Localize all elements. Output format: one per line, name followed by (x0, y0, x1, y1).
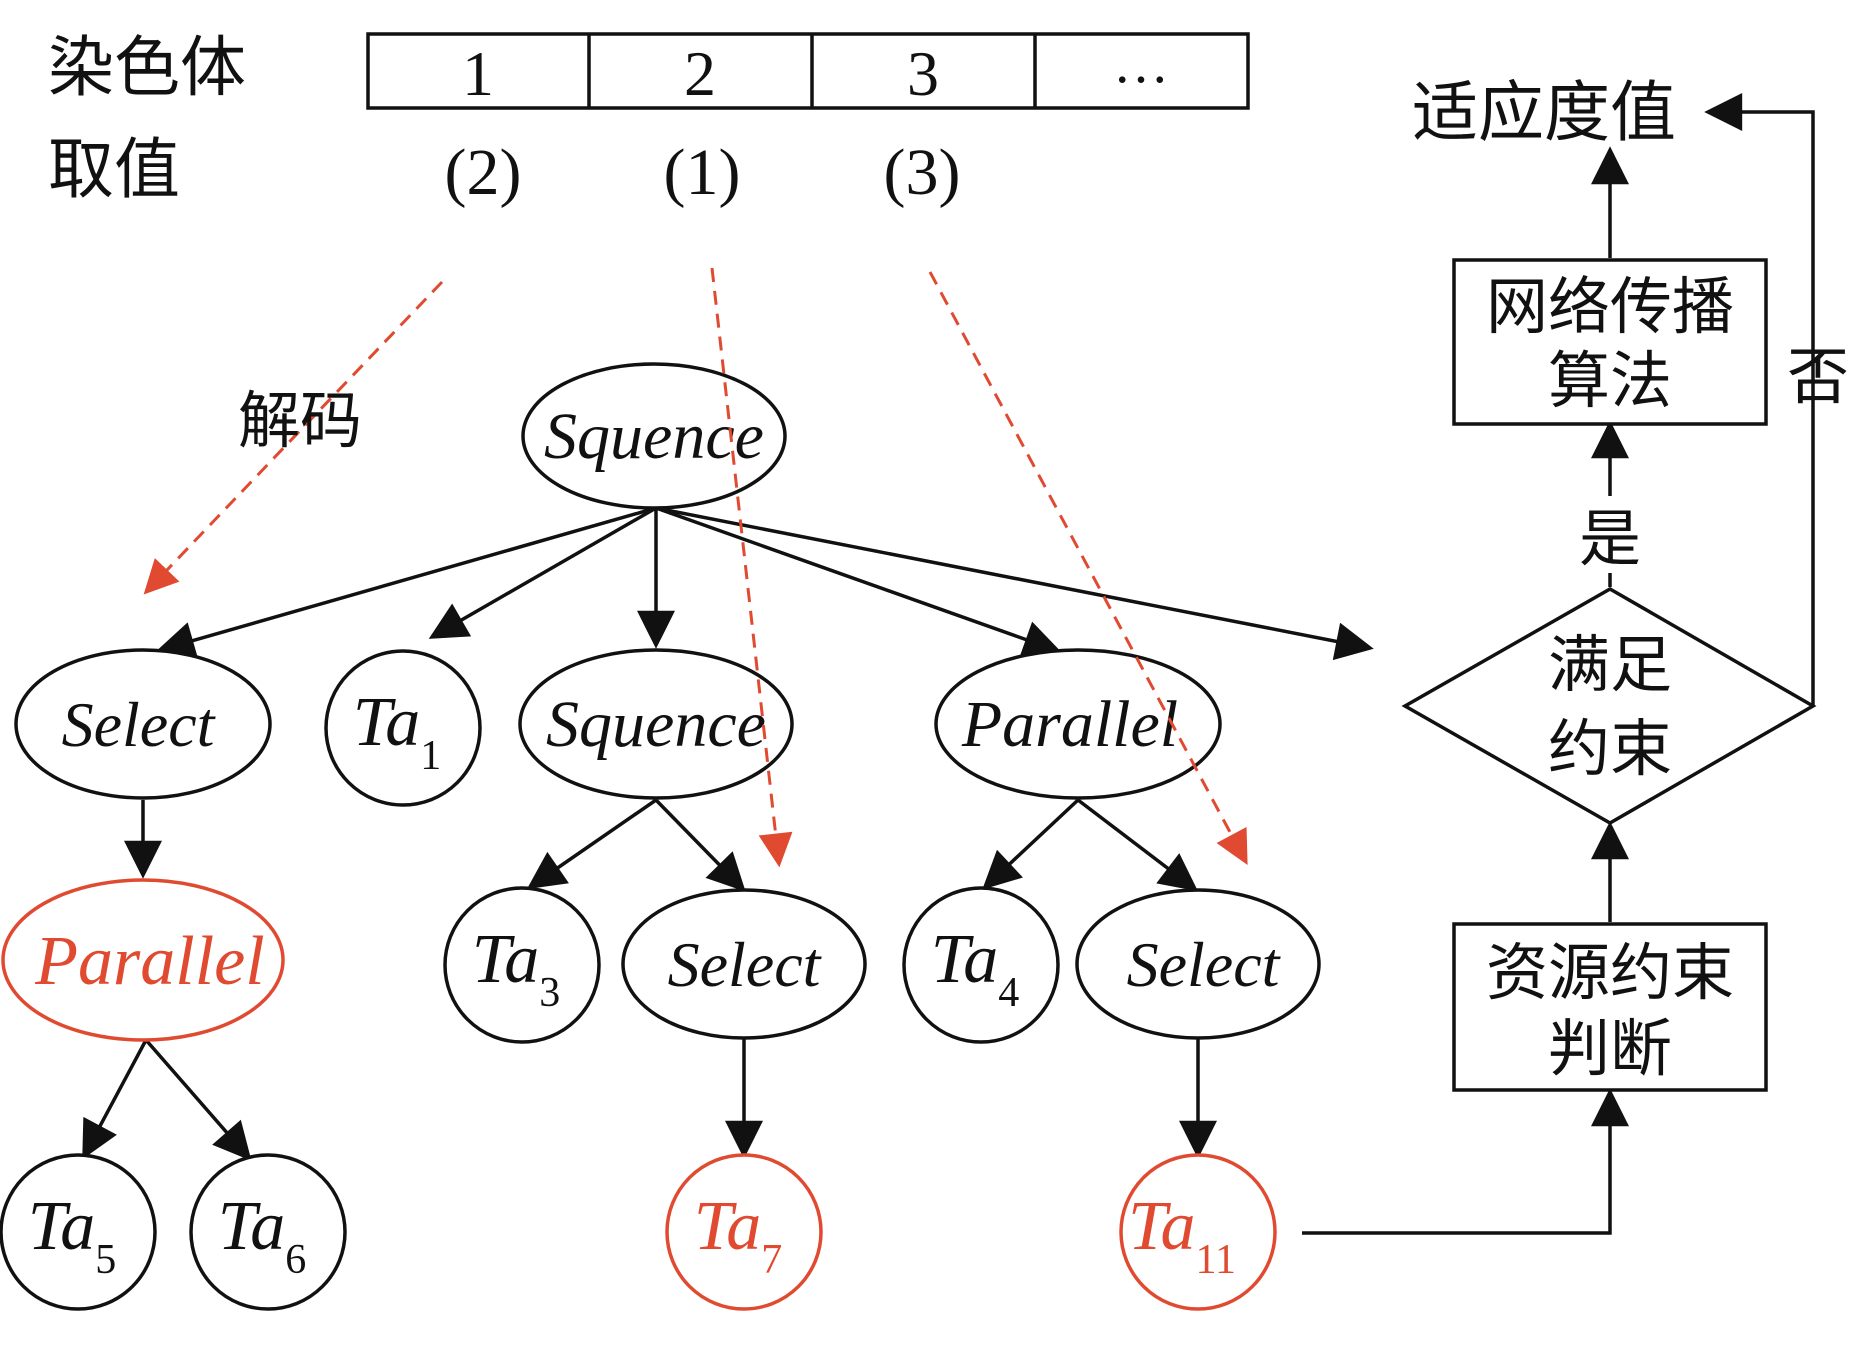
svg-text:资源约束: 资源约束 (1486, 936, 1734, 1009)
chromosome-strip: 1 2 3 … (366, 32, 1250, 110)
chromosome-label: 染色体 (48, 29, 246, 106)
svg-text:约束: 约束 (1548, 712, 1672, 785)
svg-text:Ta4: Ta4 (931, 921, 1020, 1016)
node-ta5: Ta5 (0, 1153, 157, 1311)
resource-constraint-box: 资源约束 判断 (1452, 922, 1768, 1092)
gene-cell-ellipsis: … (1113, 33, 1169, 95)
node-parallel-red: Parallel (1, 878, 285, 1042)
decode-arrow-gene-1 (143, 280, 444, 595)
svg-text:Ta5: Ta5 (28, 1188, 117, 1283)
svg-text:Ta3: Ta3 (472, 921, 561, 1016)
node-ta6: Ta6 (189, 1153, 347, 1311)
svg-text:Parallel: Parallel (961, 688, 1178, 761)
yes-label: 是 (1579, 502, 1641, 575)
gene-cell-1: 1 (462, 38, 494, 109)
chromosome-strip-border (366, 32, 1250, 110)
svg-text:网络传播: 网络传播 (1486, 270, 1734, 343)
chromosome-header: 染色体 取值 1 2 3 … (2) (1) (3) (48, 29, 1250, 209)
gene-value-1: (2) (445, 136, 522, 209)
decode-arrow-gene-2 (710, 267, 793, 868)
flow-edges (1302, 93, 1815, 1235)
gene-cell-2: 2 (684, 38, 716, 109)
gene-value-2: (1) (664, 136, 741, 209)
svg-text:Ta6: Ta6 (218, 1188, 307, 1283)
gene-cell-3: 3 (907, 38, 939, 109)
fitness-label: 适应度值 (1412, 74, 1676, 151)
network-propagation-box: 网络传播 算法 (1452, 258, 1768, 426)
decode-arrow-gene-3 (928, 271, 1248, 865)
edge-parallel-ta5 (82, 1039, 148, 1160)
edge-parallel-ta6 (144, 1038, 252, 1161)
node-ta3: Ta3 (443, 886, 601, 1044)
gene-value-3: (3) (884, 136, 961, 209)
node-root-squence: Squence (521, 362, 787, 510)
highlighted-nodes: Parallel Ta7 Ta11 (1, 878, 1277, 1311)
svg-text:Squence: Squence (546, 688, 766, 761)
svg-text:判断: 判断 (1548, 1012, 1672, 1085)
edge-squence-select (654, 798, 746, 892)
svg-text:满足: 满足 (1548, 628, 1672, 701)
node-ta11-red: Ta11 (1119, 1153, 1277, 1311)
no-label: 否 (1787, 340, 1849, 413)
svg-text:Parallel: Parallel (34, 923, 264, 1000)
svg-text:Ta11: Ta11 (1128, 1188, 1236, 1283)
node-ta7-red: Ta7 (665, 1153, 823, 1311)
constraint-diamond: 满足 约束 (1401, 586, 1817, 826)
edge-parallel-ta4 (982, 798, 1080, 890)
node-select-left: Select (14, 648, 272, 800)
node-ta4: Ta4 (902, 886, 1060, 1044)
value-label: 取值 (48, 131, 180, 208)
node-select-right: Select (1075, 888, 1321, 1040)
edge-root-select (156, 506, 657, 659)
svg-text:Ta7: Ta7 (694, 1188, 783, 1283)
tree-edges (82, 506, 1374, 1161)
node-parallel-right: Parallel (934, 648, 1222, 800)
decode-arrows: 解码 (143, 267, 1248, 868)
edge-root-ta1 (428, 506, 657, 639)
edge-root-parallel (655, 506, 1062, 658)
svg-text:Select: Select (668, 929, 823, 1000)
decode-label: 解码 (238, 384, 362, 457)
svg-text:Select: Select (1127, 929, 1282, 1000)
edge-ta11-resource (1302, 1088, 1629, 1235)
node-ta1: Ta1 (324, 649, 482, 807)
tree-nodes: Squence Select Ta1 Squence Parallel Ta5 … (0, 362, 1321, 1311)
edge-no-fitness (1704, 93, 1815, 706)
svg-text:Ta1: Ta1 (353, 684, 442, 779)
node-squence-mid: Squence (518, 648, 794, 800)
node-select-mid: Select (621, 888, 867, 1040)
edge-root-to-flow (655, 506, 1374, 661)
flowchart: 适应度值 网络传播 算法 是 否 满足 约束 资源约束 判断 (1401, 74, 1849, 1092)
edge-squence-ta3 (526, 798, 657, 890)
svg-text:算法: 算法 (1548, 344, 1672, 417)
edge-parallel-select (1076, 798, 1199, 892)
svg-text:Select: Select (62, 689, 217, 760)
